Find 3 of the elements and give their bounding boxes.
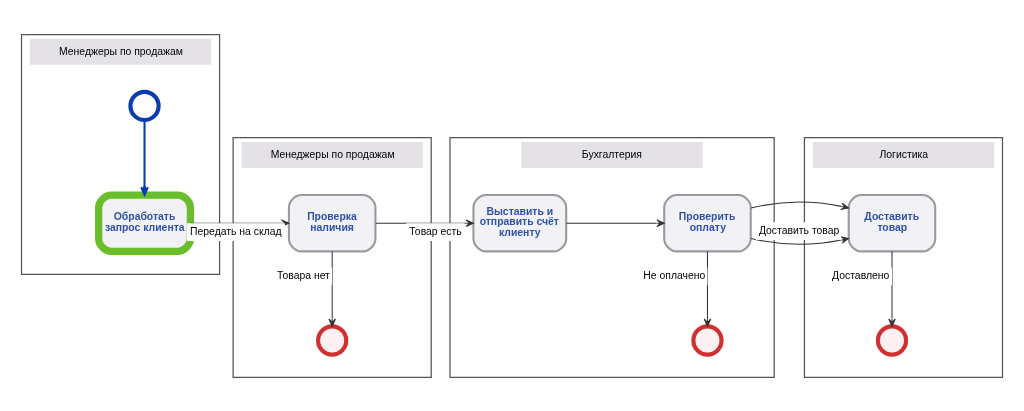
- edge-label: Не оплачено: [643, 269, 706, 281]
- edge-label: Товара нет: [276, 269, 330, 281]
- edge-label: Доставлено: [832, 269, 890, 281]
